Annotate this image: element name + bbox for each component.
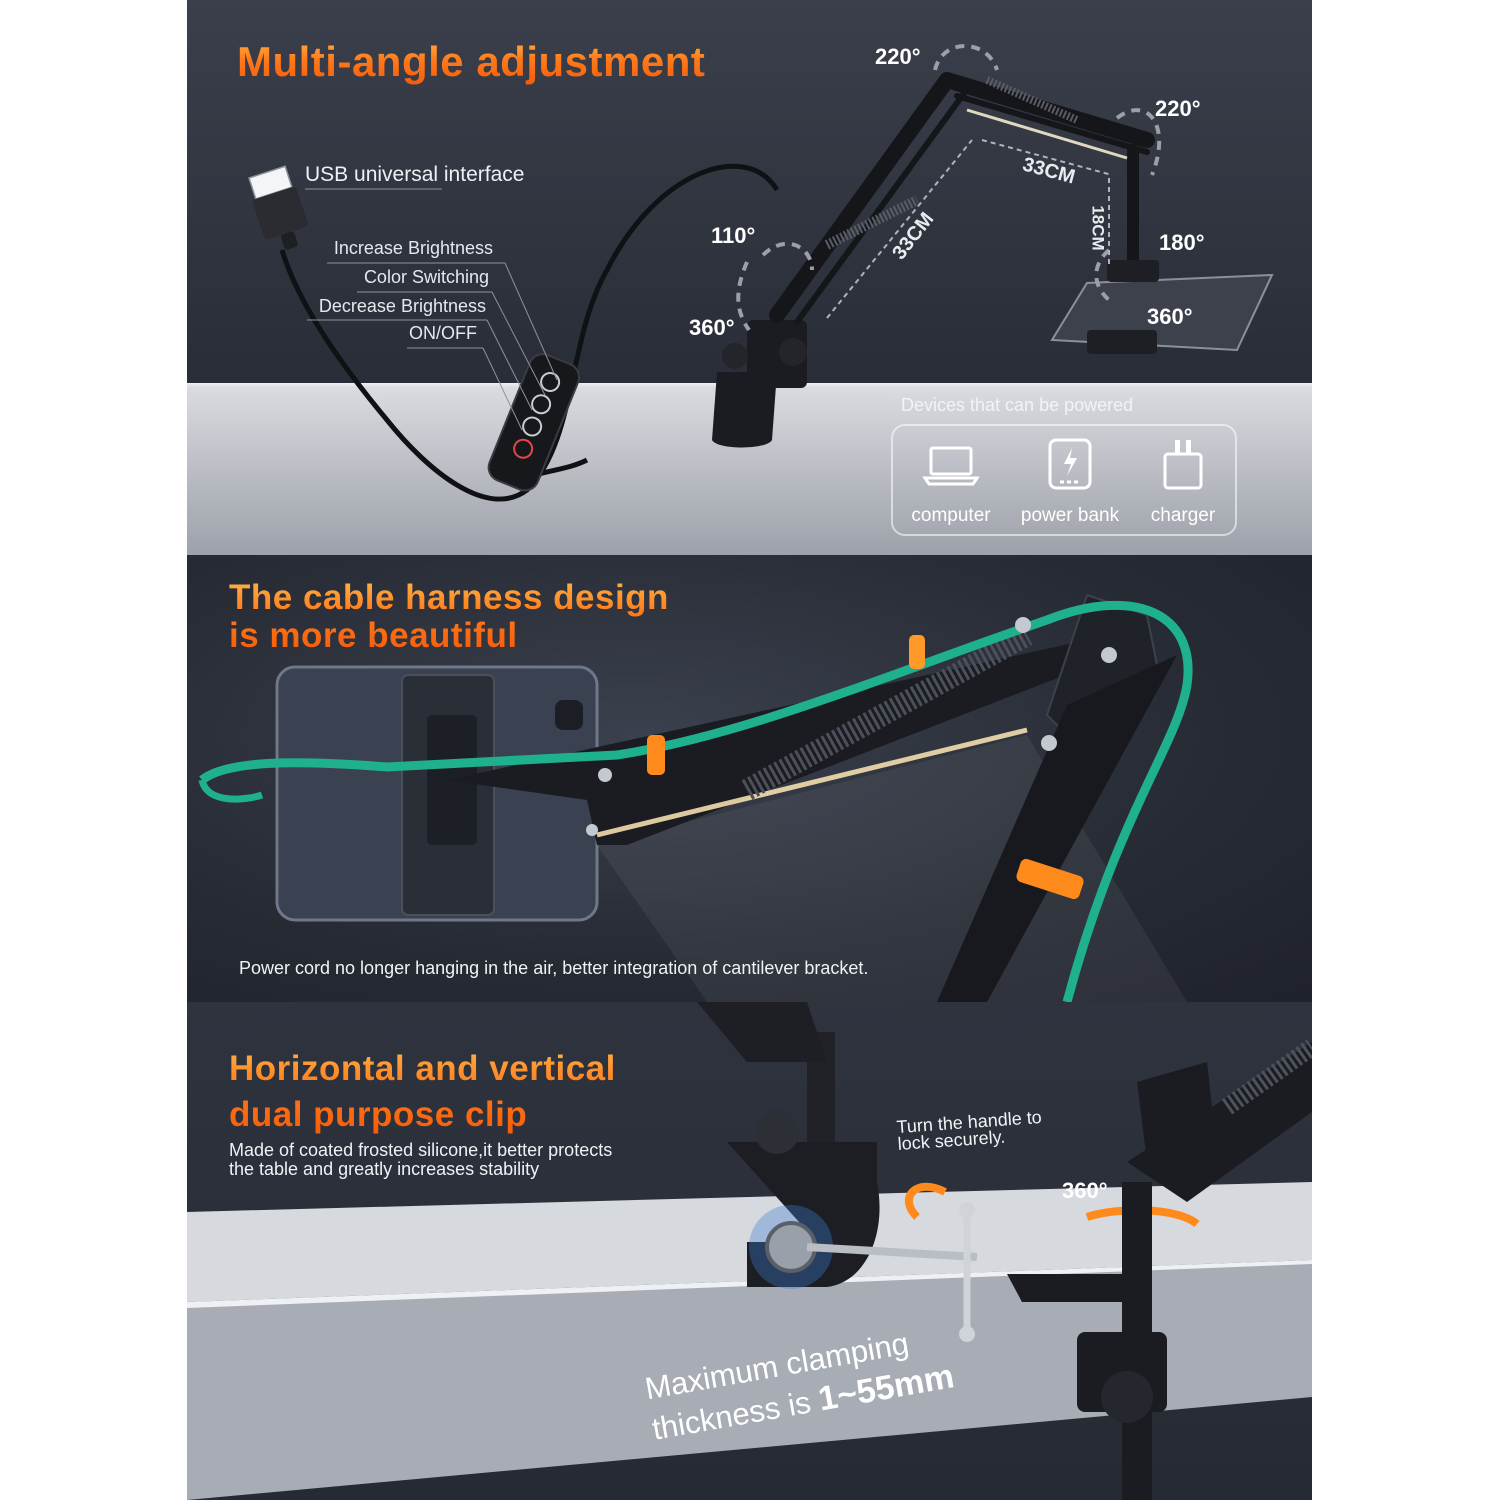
increase-brightness-label: Increase Brightness bbox=[333, 238, 493, 258]
rotation-arcs bbox=[736, 44, 1162, 332]
usb-plug-icon bbox=[248, 165, 308, 250]
light-strip bbox=[966, 108, 1128, 160]
dual-purpose-clip-panel: Horizontal and vertical dual purpose cli… bbox=[187, 1002, 1312, 1500]
vertical-clamp bbox=[1007, 1042, 1312, 1500]
power-bank-icon bbox=[1048, 438, 1092, 490]
cable-harness-panel: The cable harness design is more beautif… bbox=[187, 555, 1312, 1002]
holder-rotate-angle: 360° bbox=[1147, 304, 1193, 329]
green-cable bbox=[199, 600, 1193, 1002]
product-infographic: Multi-angle adjustment USB universal int… bbox=[187, 0, 1312, 1500]
spring bbox=[1221, 1039, 1312, 1115]
panel3-subtitle: Made of coated frosted silicone,it bette… bbox=[229, 1141, 699, 1179]
device-computer: computer bbox=[896, 438, 1006, 527]
device-name: charger bbox=[1150, 505, 1216, 526]
turn-arrow bbox=[904, 1182, 947, 1220]
base-rotate-angle: 360° bbox=[689, 315, 735, 340]
tablet-holder bbox=[1050, 260, 1274, 354]
cable-clip-orange bbox=[647, 735, 665, 775]
cable-clip-orange bbox=[1016, 858, 1084, 900]
drop-length: 18CM bbox=[1088, 205, 1108, 251]
cantilever-arm bbox=[447, 593, 1177, 1002]
color-switching-label: Color Switching bbox=[363, 267, 489, 287]
cable-clip-orange bbox=[909, 635, 925, 669]
usb-interface-label: USB universal interface bbox=[305, 163, 525, 186]
panel1-title: Multi-angle adjustment bbox=[237, 38, 706, 85]
elbow-angle: 110° bbox=[711, 223, 756, 248]
tablet bbox=[275, 665, 599, 922]
panel2-title-line1: The cable harness design bbox=[229, 578, 669, 617]
panel3-title: Horizontal and vertical dual purpose cli… bbox=[229, 1046, 616, 1138]
multi-angle-panel: Multi-angle adjustment USB universal int… bbox=[187, 0, 1312, 555]
clip-rotate-angle: 360° bbox=[1062, 1178, 1108, 1203]
top-joint-angle: 220° bbox=[875, 44, 921, 69]
dimension-lines bbox=[826, 139, 1113, 319]
panel2-title: The cable harness design is more beautif… bbox=[229, 579, 669, 655]
panel3-subtitle-line1: Made of coated frosted silicone,it bette… bbox=[229, 1140, 613, 1160]
panel3-title-line2: dual purpose clip bbox=[229, 1095, 528, 1134]
remote-controller bbox=[487, 353, 580, 492]
horizontal-clamp bbox=[727, 1032, 978, 1342]
cable-harness-illustration bbox=[198, 593, 1193, 1002]
device-name: computer bbox=[911, 505, 991, 526]
charger-plug-icon bbox=[1163, 440, 1203, 490]
desk-front bbox=[187, 1260, 1312, 1500]
arm-illustration bbox=[248, 44, 1274, 502]
spring bbox=[741, 625, 1033, 800]
callout-lines bbox=[305, 188, 558, 431]
clip-illustration bbox=[187, 1002, 1312, 1500]
panel2-caption: Power cord no longer hanging in the air,… bbox=[239, 958, 869, 978]
devices-title: Devices that can be powered bbox=[901, 395, 1134, 415]
device-charger: charger bbox=[1128, 438, 1238, 527]
laptop-icon bbox=[922, 446, 980, 486]
panel2-title-line2: is more beautiful bbox=[229, 616, 518, 655]
panel3-subtitle-line2: the table and greatly increases stabilit… bbox=[229, 1159, 540, 1179]
device-name: power bank bbox=[1020, 505, 1120, 526]
device-power-bank: power bank bbox=[1015, 438, 1125, 527]
spring bbox=[824, 195, 920, 250]
panel3-title-line1: Horizontal and vertical bbox=[229, 1049, 616, 1088]
decrease-brightness-label: Decrease Brightness bbox=[318, 296, 486, 316]
head-joint-angle: 220° bbox=[1155, 96, 1201, 121]
tilt-angle: 180° bbox=[1159, 230, 1205, 255]
on-off-label: ON/OFF bbox=[409, 323, 477, 343]
cantilever-arm bbox=[769, 72, 1155, 325]
clamp-base bbox=[712, 320, 807, 448]
devices-box: computer power bank charger bbox=[891, 424, 1237, 536]
